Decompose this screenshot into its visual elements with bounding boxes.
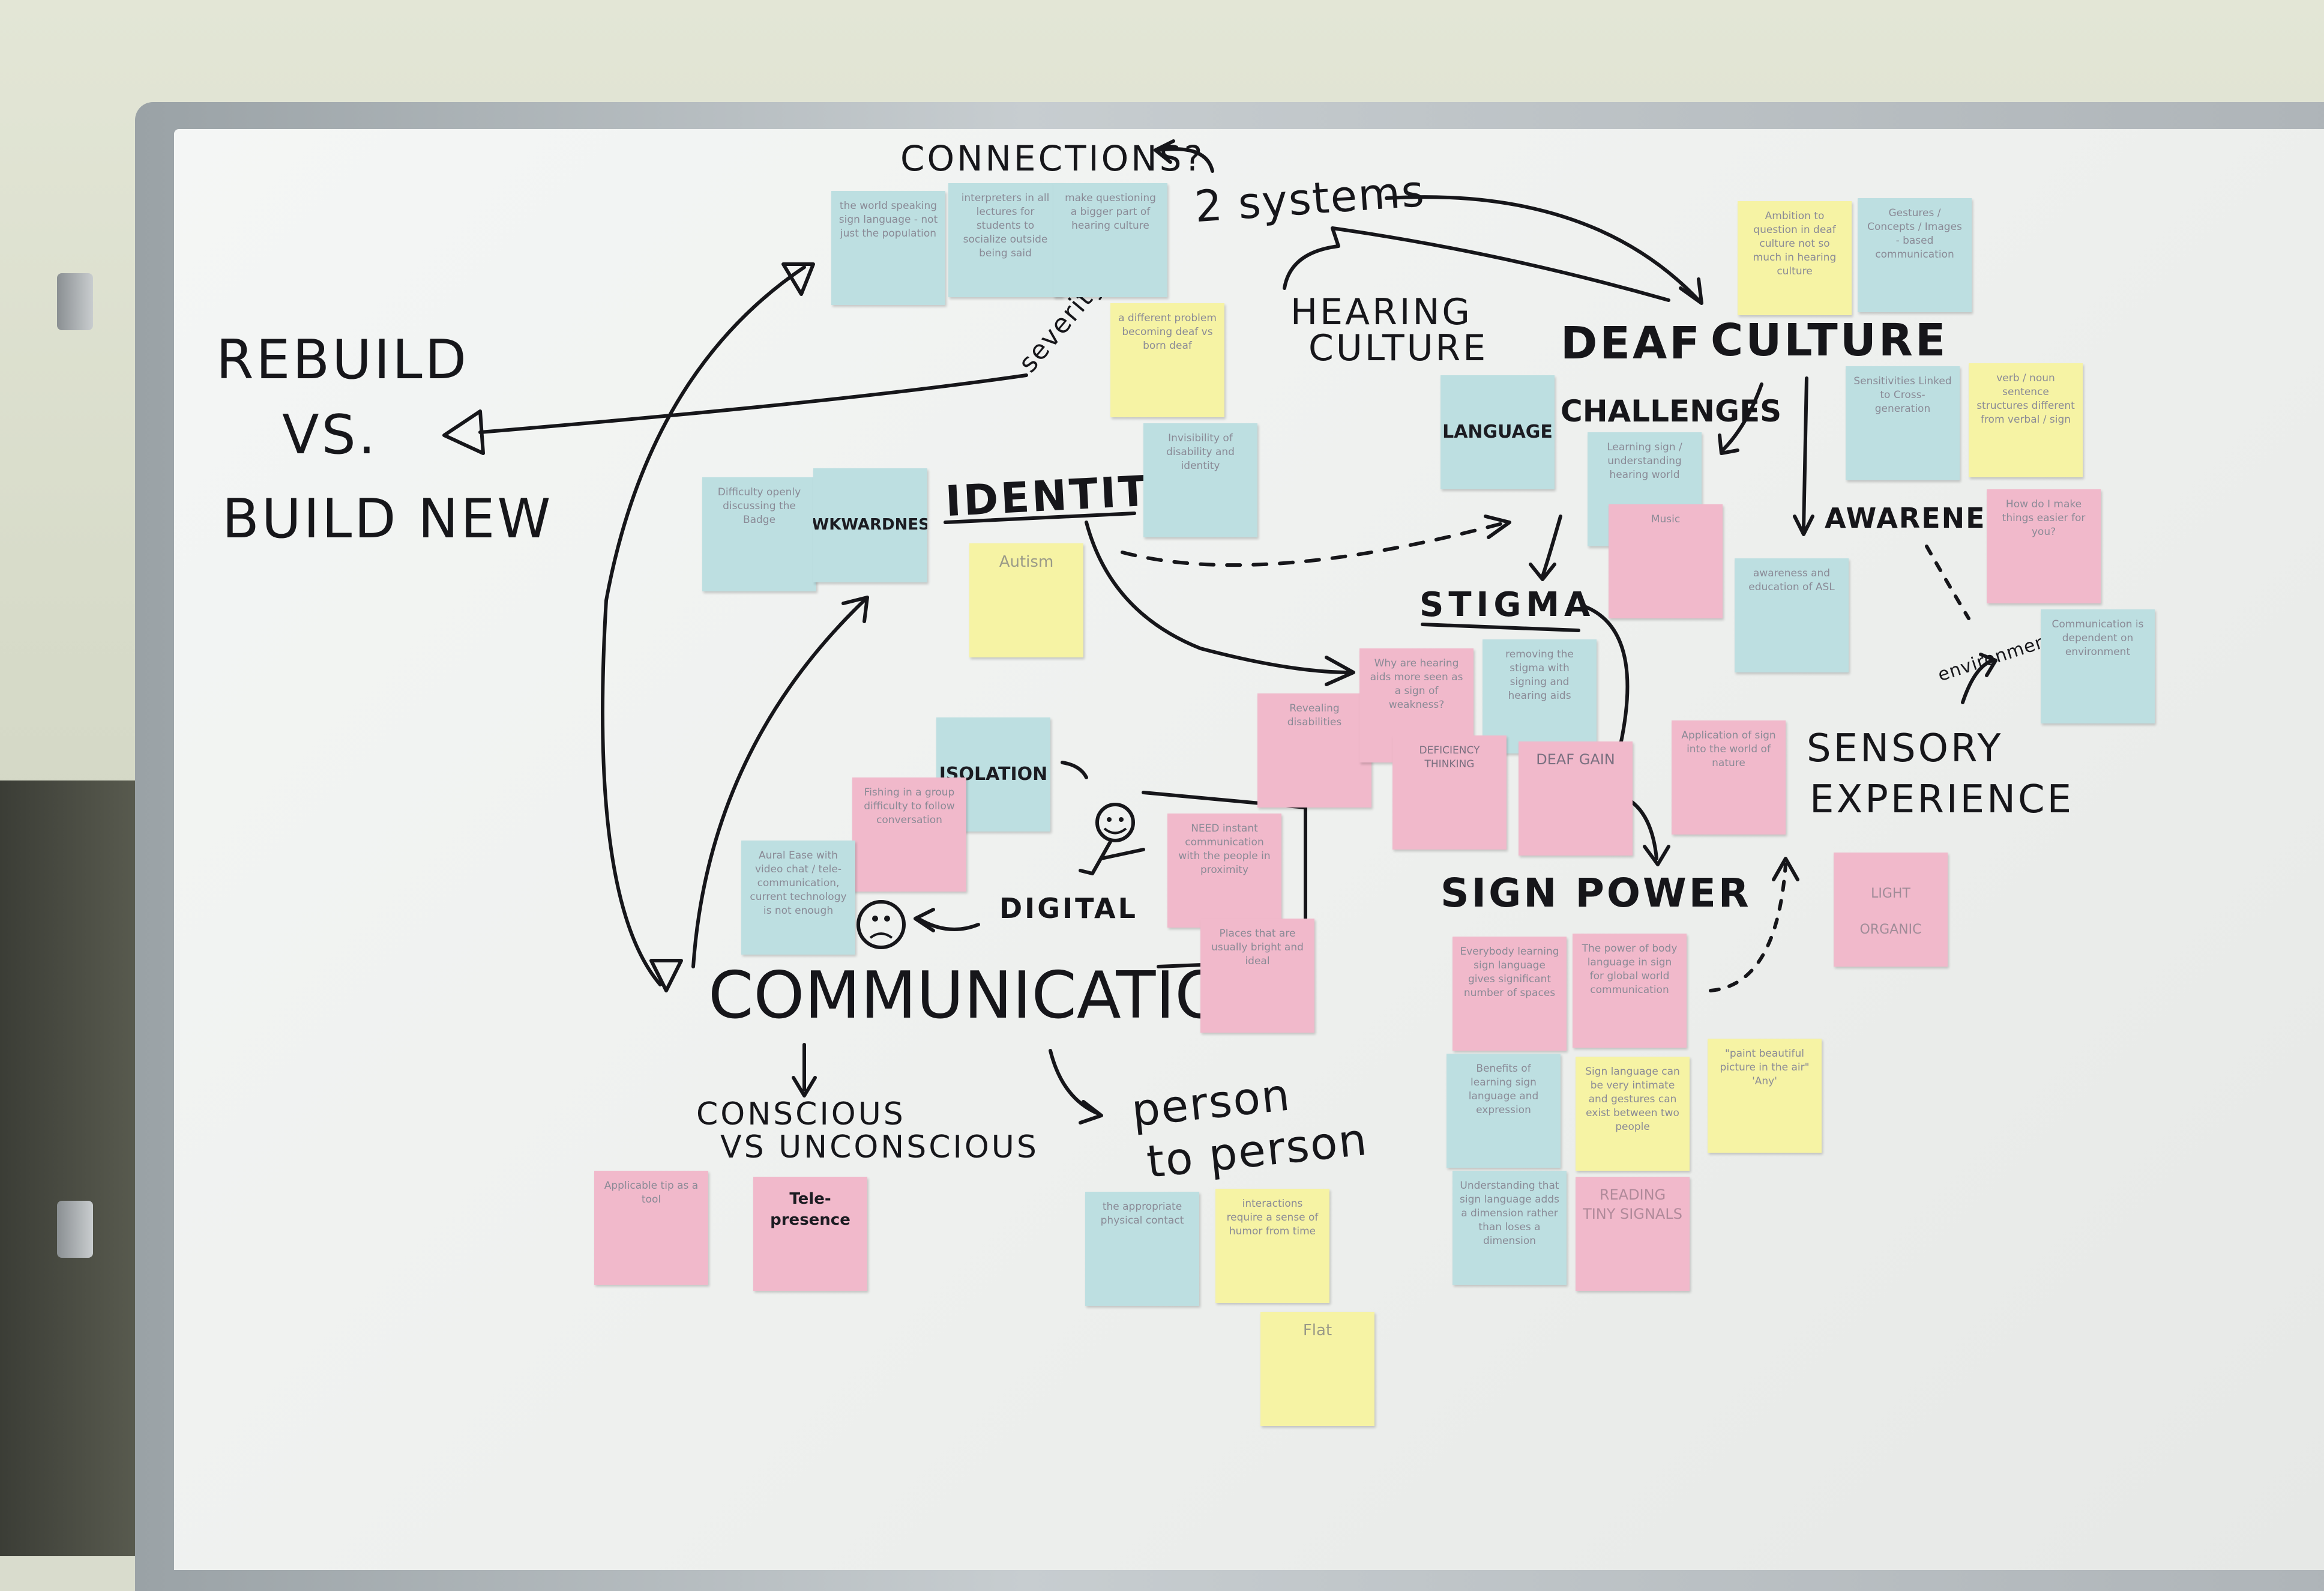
sticky-note: removing the stigma with signing and hea… [1483,639,1597,753]
sticky-note: Music [1609,504,1723,618]
sticky-note: Ambition to question in deaf culture not… [1738,201,1852,315]
label-build-new: BUILD NEW [222,488,553,551]
label-rebuild: REBUILD [216,328,469,391]
note-organic: ORGANIC [1859,922,1922,937]
sticky-note: Everybody learning sign language gives s… [1452,937,1567,1051]
sticky-note: Sign language can be very intimate and g… [1576,1057,1690,1171]
label-digital: DIGITAL [999,892,1138,925]
sticky-note: Flat [1260,1312,1374,1426]
label-stigma: STIGMA [1419,585,1595,624]
sticky-note: awareness and education of ASL [1735,558,1849,672]
board-clip-upper [57,273,93,330]
sticky-note: Communication is dependent on environmen… [2041,609,2155,723]
sticky-note: Places that are usually bright and ideal [1200,919,1314,1033]
label-sensory: SENSORY [1807,726,2003,771]
sticky-note: "paint beautiful picture in the air" 'An… [1708,1039,1822,1153]
sticky-note: Applicable tip as a tool [594,1171,708,1285]
sticky-note: Invisibility of disability and identity [1143,423,1257,537]
label-conscious: CONSCIOUS [696,1096,906,1132]
sticky-note: LIGHT ORGANIC [1834,853,1948,967]
sticky-note: verb / noun sentence structures differen… [1969,363,2083,477]
sticky-note: Aural Ease with video chat / tele-commun… [741,841,855,955]
sticky-note: How do I make things easier for you? [1987,489,2101,603]
board-clip-lower [57,1201,93,1258]
sticky-note: LANGUAGE [1440,375,1555,489]
sticky-note: Gestures / Concepts / Images - based com… [1858,198,1972,312]
label-communication: COMMUNICATION [708,958,1274,1033]
label-vs-unconscious: VS UNCONSCIOUS [720,1129,1039,1165]
sticky-note: Difficulty openly discussing the Badge [702,477,816,591]
sticky-note: NEED instant communication with the peop… [1167,814,1281,928]
label-sign-power: SIGN POWER [1440,870,1751,916]
note-light: LIGHT [1871,886,1910,901]
sticky-note: Autism [969,543,1083,657]
label-challenges: CHALLENGES [1561,394,1782,429]
sticky-note: Benefits of learning sign language and e… [1446,1054,1561,1168]
sticky-note: a different problem becoming deaf vs bor… [1110,303,1224,417]
sticky-note: interpreters in all lectures for student… [948,183,1062,297]
sticky-note: The power of body language in sign for g… [1573,934,1687,1048]
background-equipment [0,780,144,1556]
sticky-note: Application of sign into the world of na… [1672,720,1786,835]
label-hearing: HEARING [1290,291,1472,333]
sticky-note: Revealing disabilities [1257,693,1371,808]
label-deaf: DEAF [1561,318,1702,369]
label-vs: VS. [282,403,378,466]
sticky-note: interactions require a sense of humor fr… [1215,1189,1329,1303]
label-culture: CULTURE [1711,315,1948,366]
sticky-note: Sensitivities Linked to Cross-generation [1846,366,1960,480]
sticky-note: make questioning a bigger part of hearin… [1053,183,1167,297]
sticky-note: READING TINY SIGNALS [1576,1177,1690,1291]
sticky-note: the appropriate physical contact [1085,1192,1199,1306]
label-hearing-culture: CULTURE [1308,327,1489,369]
sticky-note: the world speaking sign language - not j… [831,191,945,305]
sticky-note: DEAF GAIN [1519,741,1633,856]
sticky-note: Fishing in a group difficulty to follow … [852,777,966,892]
sticky-note: DEFICIENCY THINKING [1392,735,1507,850]
connector-arrows [442,139,1997,1125]
label-connections: CONNECTIONS? [900,138,1205,179]
sticky-note: AWKWARDNESS [813,468,927,582]
sticky-note: Understanding that sign language adds a … [1452,1171,1567,1285]
sticky-note: Tele-presence [753,1177,867,1291]
label-experience: EXPERIENCE [1810,777,2074,822]
